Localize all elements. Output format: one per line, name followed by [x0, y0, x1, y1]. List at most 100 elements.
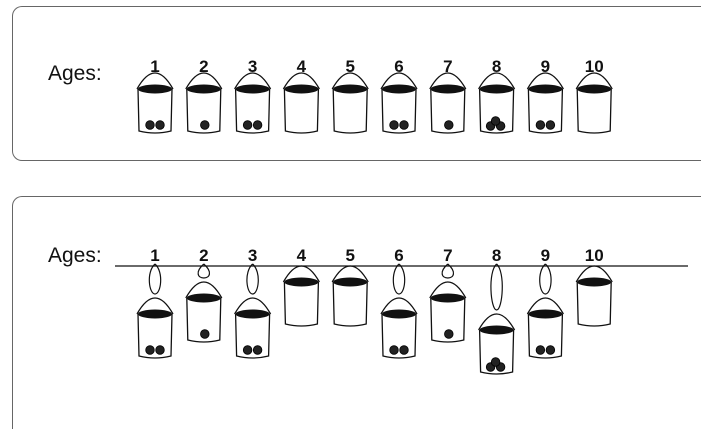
bottom-bucket-rim — [284, 277, 319, 287]
top-bucket-8: 8 — [478, 57, 516, 134]
top-bucket-ball — [545, 120, 556, 130]
top-bucket-3: 3 — [234, 57, 272, 134]
top-bucket-body — [381, 88, 417, 134]
bottom-age-number: 8 — [492, 246, 501, 265]
top-bucket-rim — [577, 84, 612, 94]
top-bucket-body — [186, 88, 222, 134]
bottom-bucket-body — [186, 297, 222, 343]
top-bucket-ball — [145, 120, 155, 130]
bottom-string-loop — [490, 263, 503, 311]
top-age-number: 3 — [248, 57, 257, 76]
bottom-bucket-ball — [444, 329, 454, 339]
bottom-bucket-10: 10 — [575, 246, 613, 327]
bottom-bucket-ball — [155, 345, 165, 355]
bottom-age-number: 2 — [199, 246, 208, 265]
bottom-bucket-ball — [252, 345, 263, 355]
ages-label-bottom: Ages: — [48, 244, 102, 267]
top-bucket-rim — [235, 84, 270, 94]
top-bucket-handle — [575, 72, 613, 90]
bottom-string-loop — [392, 263, 406, 295]
top-bucket-handle — [526, 72, 564, 90]
top-age-number: 8 — [492, 57, 501, 76]
bottom-string-loop — [441, 263, 455, 279]
bottom-bucket-body — [430, 297, 466, 343]
top-bucket-handle — [136, 72, 174, 90]
top-age-number: 9 — [541, 57, 550, 76]
bottom-bucket-handle — [331, 265, 369, 283]
bottom-bucket-7: 7 — [429, 246, 467, 343]
top-bucket-5: 5 — [331, 57, 369, 134]
top-bucket-body — [332, 88, 368, 134]
top-age-number: 6 — [394, 57, 403, 76]
ages-label-top: Ages: — [48, 62, 102, 85]
bottom-bucket-rim — [333, 277, 368, 287]
top-bucket-rim — [284, 84, 319, 94]
bottom-bucket-ball — [145, 345, 155, 355]
top-age-number: 10 — [585, 57, 604, 76]
top-age-number: 4 — [297, 57, 307, 76]
bottom-bucket-rim — [382, 309, 416, 319]
bottom-bucket-body — [137, 313, 173, 359]
top-bucket-handle — [185, 72, 223, 90]
top-bucket-ball — [444, 120, 454, 130]
bottom-string-loop — [197, 263, 211, 279]
bottom-bucket-rim — [186, 293, 221, 303]
bottom-bucket-3: 3 — [234, 246, 272, 359]
top-age-number: 2 — [199, 57, 208, 76]
bottom-bucket-8: 8 — [478, 246, 516, 375]
top-bucket-10: 10 — [575, 57, 613, 134]
bottom-bucket-ball — [535, 345, 546, 355]
top-bucket-rim — [528, 84, 563, 94]
bottom-bucket-handle — [185, 281, 223, 299]
bottom-age-number: 10 — [585, 246, 604, 265]
bottom-string-loop — [539, 263, 552, 295]
bottom-age-number: 3 — [248, 246, 257, 265]
bottom-bucket-9: 9 — [526, 246, 564, 359]
bottom-bucket-body — [283, 281, 320, 327]
top-bucket-handle — [429, 72, 467, 90]
bottom-bucket-body — [478, 329, 515, 375]
top-bucket-handle — [282, 72, 320, 90]
top-bucket-ball — [389, 120, 399, 130]
bottom-age-number: 7 — [443, 246, 452, 265]
top-bucket-1: 1 — [136, 57, 174, 134]
bottom-bucket-rim — [235, 309, 270, 319]
top-bucket-handle — [331, 72, 369, 90]
bottom-string-loop — [148, 263, 162, 295]
top-bucket-body — [527, 88, 564, 134]
bottom-bucket-ball — [399, 345, 409, 355]
bottom-bucket-body — [332, 281, 368, 327]
top-panel — [12, 6, 701, 161]
bottom-bucket-handle — [429, 281, 467, 299]
top-bucket-rim — [333, 84, 368, 94]
top-bucket-6: 6 — [380, 57, 418, 134]
bottom-bucket-rim — [138, 309, 172, 319]
bottom-bucket-handle — [478, 313, 516, 331]
bottom-age-number: 5 — [345, 246, 354, 265]
bottom-bucket-ball — [389, 345, 399, 355]
top-bucket-ball — [242, 120, 253, 130]
bottom-bucket-handle — [234, 297, 272, 315]
bottom-bucket-4: 4 — [282, 246, 320, 327]
top-bucket-ball — [155, 120, 165, 130]
bottom-bucket-6: 6 — [380, 246, 418, 359]
bottom-bucket-ball — [200, 329, 210, 339]
top-bucket-9: 9 — [526, 57, 564, 134]
bottom-bucket-handle — [526, 297, 564, 315]
top-bucket-4: 4 — [282, 57, 320, 134]
bottom-bucket-ball — [490, 357, 501, 367]
bottom-bucket-body — [527, 313, 564, 359]
top-bucket-body — [234, 88, 271, 134]
bottom-age-number: 6 — [394, 246, 403, 265]
top-bucket-rim — [382, 84, 416, 94]
bottom-bucket-body — [234, 313, 271, 359]
top-bucket-2: 2 — [185, 57, 223, 134]
bottom-bucket-2: 2 — [185, 246, 223, 343]
top-bucket-rim — [430, 84, 465, 94]
top-bucket-rim — [138, 84, 172, 94]
top-bucket-body — [283, 88, 320, 134]
top-bucket-body — [478, 88, 515, 134]
top-bucket-handle — [478, 72, 516, 90]
top-bucket-handle — [380, 72, 418, 90]
top-bucket-7: 7 — [429, 57, 467, 134]
